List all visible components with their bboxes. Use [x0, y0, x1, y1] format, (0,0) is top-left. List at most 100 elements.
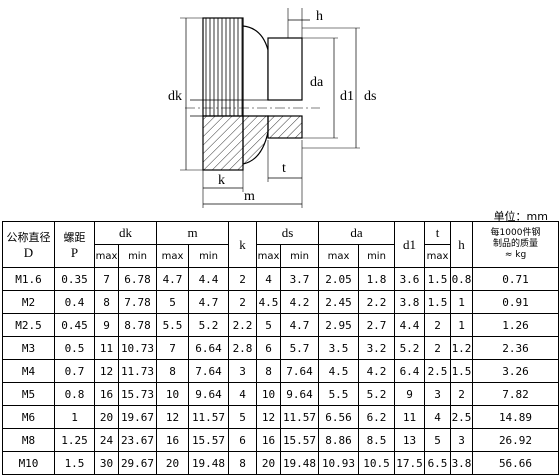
table-cell: 3: [450, 428, 473, 452]
table-cell: 3.2: [358, 336, 395, 360]
table-cell: 12: [94, 359, 119, 383]
table-cell: 4.7: [280, 313, 319, 337]
table-cell: 3.7: [280, 267, 319, 291]
table-cell: 1.8: [358, 267, 395, 291]
col-dk: dk: [94, 221, 157, 245]
table-cell: 5.2: [188, 313, 229, 337]
table-cell: 2.05: [318, 267, 359, 291]
table-cell: 1: [450, 313, 473, 337]
table-cell: 0.91: [472, 290, 559, 314]
label-da: da: [310, 75, 324, 90]
table-cell: 3.6: [394, 267, 425, 291]
table-cell: 10.73: [118, 336, 157, 360]
table-cell: 9.64: [188, 382, 229, 406]
dimension-table: 公称直径 D 螺距 P dk m k ds da d1 t h 每1000件钢 …: [2, 221, 559, 475]
table-cell: 4: [228, 382, 257, 406]
table-cell: 7.82: [472, 382, 559, 406]
cell-size: M3: [2, 336, 55, 360]
sub-min: min: [358, 244, 395, 268]
table-cell: 11: [394, 405, 425, 429]
table-cell: 4.4: [188, 267, 229, 291]
table-cell: 5.5: [156, 313, 189, 337]
sub-max: max: [256, 244, 281, 268]
table-cell: 16: [94, 382, 119, 406]
table-cell: 3: [228, 359, 257, 383]
table-cell: 11.57: [188, 405, 229, 429]
table-cell: 13: [394, 428, 425, 452]
table-cell: 8: [94, 290, 119, 314]
sub-max: max: [94, 244, 119, 268]
table-cell: 7.78: [118, 290, 157, 314]
knurled-head: [202, 17, 244, 117]
table-cell: 8.5: [358, 428, 395, 452]
table-cell: 5: [228, 405, 257, 429]
col-t: t: [424, 221, 451, 245]
table-cell: 4: [424, 405, 451, 429]
table-cell: 6.4: [394, 359, 425, 383]
table-cell: 10: [156, 382, 189, 406]
cell-size: M5: [2, 382, 55, 406]
col-d1: d1: [394, 221, 425, 268]
label-ds: ds: [364, 89, 376, 104]
table-cell: 2.5: [424, 359, 451, 383]
label-h: h: [316, 9, 323, 24]
table-cell: 3.5: [318, 336, 359, 360]
table-cell: 8: [156, 359, 189, 383]
neck-bottom: [242, 115, 269, 165]
table-cell: 14.89: [472, 405, 559, 429]
table-cell: 6.2: [358, 405, 395, 429]
table-cell: 3.8: [394, 290, 425, 314]
table-cell: 4.4: [394, 313, 425, 337]
table-cell: 11: [94, 336, 119, 360]
table-cell: 6.56: [318, 405, 359, 429]
table-cell: 6.78: [118, 267, 157, 291]
table-cell: 7: [94, 267, 119, 291]
table-cell: 11.73: [118, 359, 157, 383]
sub-min: min: [118, 244, 157, 268]
table-cell: 8.78: [118, 313, 157, 337]
table-cell: 4.7: [156, 267, 189, 291]
sub-min: min: [280, 244, 319, 268]
table-cell: 1.5: [424, 267, 451, 291]
table-cell: 5.2: [394, 336, 425, 360]
cell-size: M6: [2, 405, 55, 429]
label-k: k: [218, 173, 225, 188]
table-cell: 5: [256, 313, 281, 337]
table-cell: 1.5: [450, 359, 473, 383]
table-cell: 7.64: [280, 359, 319, 383]
table-cell: 15.73: [118, 382, 157, 406]
table-cell: 2: [228, 290, 257, 314]
table-cell: 2.45: [318, 290, 359, 314]
section-head: [202, 115, 244, 171]
table-cell: 24: [94, 428, 119, 452]
table-cell: 2.36: [472, 336, 559, 360]
table-cell: 12: [156, 405, 189, 429]
label-m: m: [244, 189, 255, 204]
table-cell: 0.45: [54, 313, 95, 337]
col-mass: 每1000件钢 制品的质量 ≈ kg: [472, 221, 559, 268]
sub-max: max: [424, 244, 451, 268]
cell-size: M4: [2, 359, 55, 383]
sub-min: min: [188, 244, 229, 268]
table-cell: 6.64: [188, 336, 229, 360]
table-cell: 7: [156, 336, 189, 360]
sub-max: max: [318, 244, 359, 268]
table-cell: 1: [54, 405, 95, 429]
table-cell: 20: [94, 405, 119, 429]
table-cell: 7.64: [188, 359, 229, 383]
table-cell: 3.26: [472, 359, 559, 383]
table-cell: 0.8: [450, 267, 473, 291]
table-cell: 1.5: [424, 290, 451, 314]
table-cell: 0.8: [54, 382, 95, 406]
table-cell: 2.2: [228, 313, 257, 337]
col-nominal: 公称直径 D: [2, 221, 55, 268]
table-cell: 1.25: [54, 428, 95, 452]
table-cell: 5: [156, 290, 189, 314]
